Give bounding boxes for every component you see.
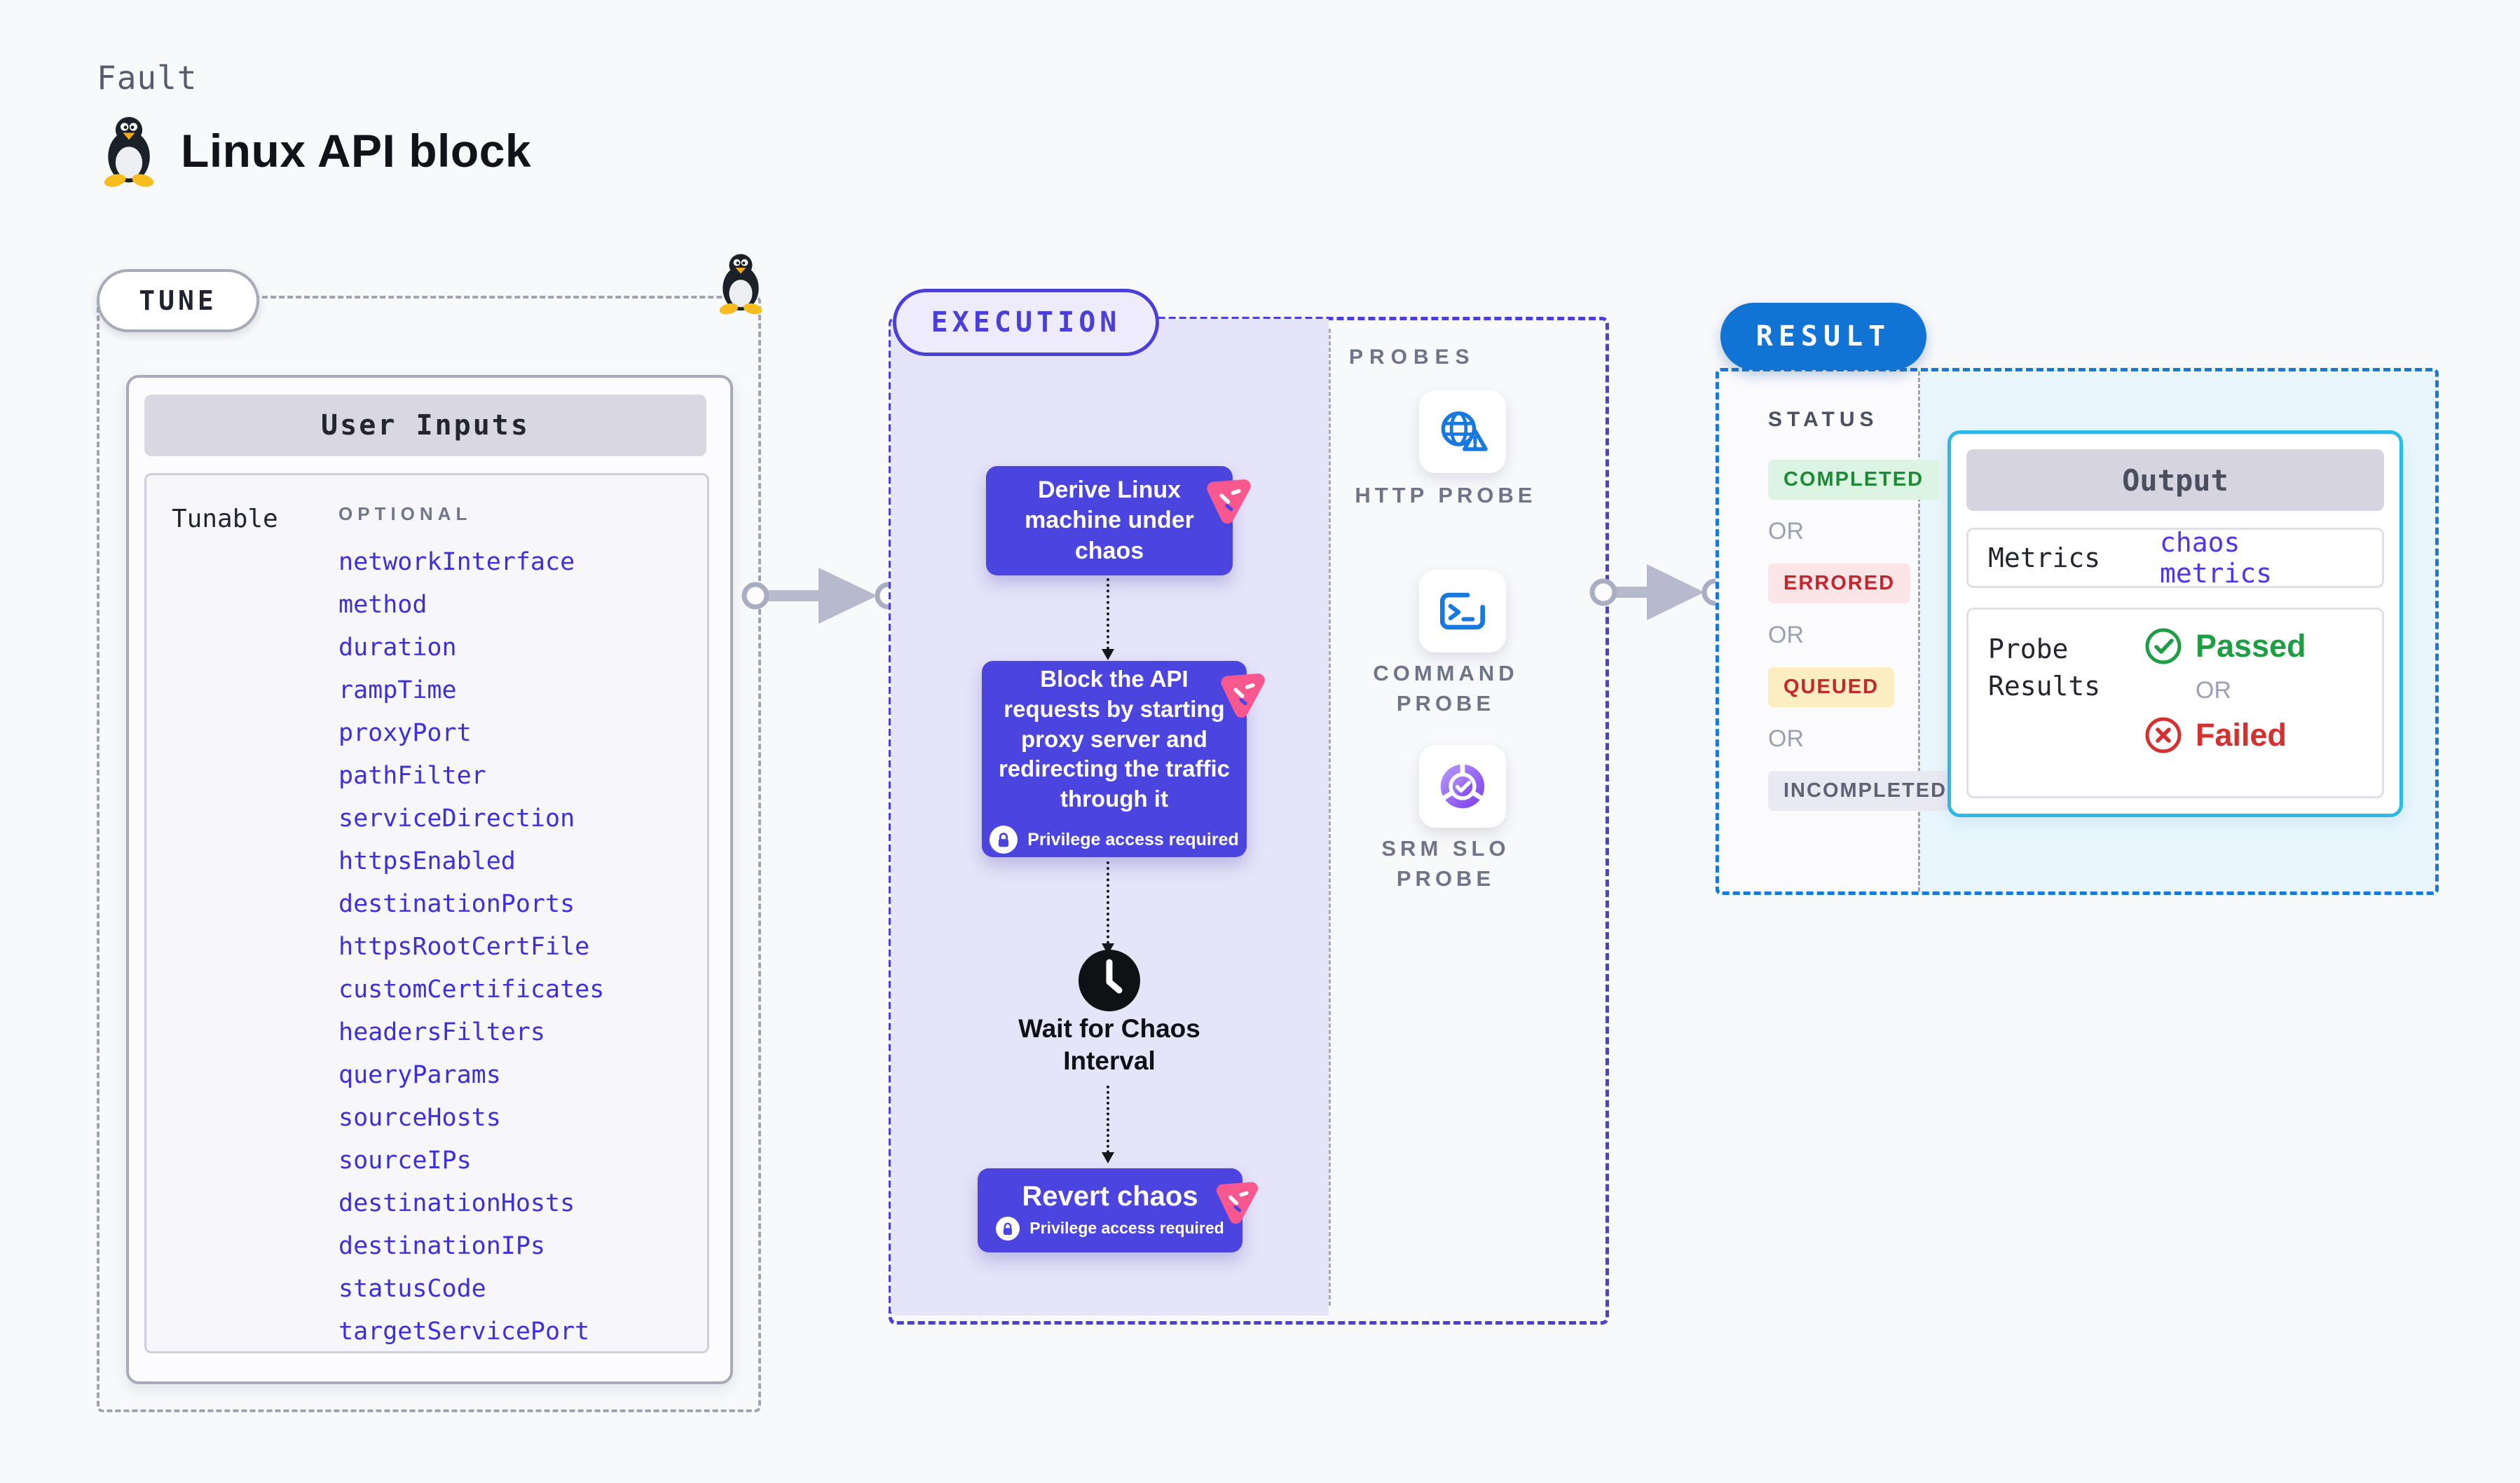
param-link[interactable]: queryParams xyxy=(338,1061,501,1089)
param-link[interactable]: proxyPort xyxy=(338,719,472,747)
tune-pill: TUNE xyxy=(97,269,259,332)
status-title: STATUS xyxy=(1768,408,1879,431)
http-probe-label: HTTP PROBE xyxy=(1355,483,1537,507)
title-row: Linux API block xyxy=(98,112,531,189)
check-circle-icon xyxy=(2144,627,2183,666)
param-link[interactable]: httpsRootCertFile xyxy=(338,933,590,961)
x-circle-icon xyxy=(2144,716,2183,755)
chaos-metrics-link[interactable]: chaos metrics xyxy=(2160,527,2273,589)
privilege-label: Privilege access required xyxy=(1029,1219,1224,1237)
passed-label: Passed xyxy=(2196,628,2306,664)
clock-icon xyxy=(1077,948,1142,1013)
http-probe-card xyxy=(1419,390,1506,473)
page-title: Linux API block xyxy=(181,125,532,177)
privilege-row: Privilege access required xyxy=(996,1216,1224,1241)
probes-divider xyxy=(1329,329,1331,1306)
flow-arrow-down xyxy=(1102,1086,1114,1163)
param-link[interactable]: serviceDirection xyxy=(338,805,575,833)
srm-slo-probe-card xyxy=(1419,745,1506,828)
arrow-execution-to-result xyxy=(1589,564,1730,620)
metrics-row: Metrics chaos metrics xyxy=(1966,527,2384,589)
tune-section-box xyxy=(97,296,761,1412)
probe-results-label: Probe Results xyxy=(1988,634,2101,702)
step-label: Derive Linux machine under chaos xyxy=(1025,476,1194,564)
result-pill: RESULT xyxy=(1720,303,1926,370)
execution-section-box: Derive Linux machine under chaos Block t… xyxy=(889,317,1609,1325)
command-probe-card xyxy=(1419,570,1506,652)
privilege-label: Privilege access required xyxy=(1027,829,1239,849)
param-link[interactable]: destinationHosts xyxy=(338,1189,575,1217)
flow-arrow-down xyxy=(1102,861,1114,955)
step-label: Revert chaos xyxy=(1022,1180,1198,1212)
param-link[interactable]: httpsEnabled xyxy=(338,847,516,875)
result-section-box: STATUS COMPLETED OR ERRORED OR QUEUED OR… xyxy=(1716,368,2439,895)
lock-icon xyxy=(996,1216,1020,1241)
status-column: STATUS COMPLETED OR ERRORED OR QUEUED OR… xyxy=(1719,371,1963,891)
chaos-badge-icon xyxy=(1212,1144,1267,1200)
param-link[interactable]: pathFilter xyxy=(338,762,486,790)
param-link[interactable]: method xyxy=(338,591,427,619)
param-link[interactable]: headersFilters xyxy=(338,1018,546,1046)
tux-penguin-icon xyxy=(98,115,160,189)
probes-title: PROBES xyxy=(1349,346,1476,369)
step-label: Block the API requests by starting proxy… xyxy=(998,665,1231,812)
fault-kicker: Fault xyxy=(97,59,198,97)
verdict-passed: Passed xyxy=(2144,627,2306,666)
probe-results-row: Probe Results Passed OR xyxy=(1966,608,2384,798)
or-label: OR xyxy=(1768,518,1804,545)
param-link[interactable]: targetServicePort xyxy=(338,1318,590,1346)
tunable-label: Tunable xyxy=(172,505,278,533)
or-label: OR xyxy=(1768,725,1804,752)
param-link[interactable]: rampTime xyxy=(338,676,457,704)
failed-label: Failed xyxy=(2196,717,2287,753)
param-link[interactable]: destinationPorts xyxy=(338,890,575,918)
param-link[interactable]: sourceHosts xyxy=(338,1104,501,1132)
chaos-badge-icon xyxy=(1216,637,1271,692)
globe-alert-icon xyxy=(1434,407,1491,456)
param-link[interactable]: destinationIPs xyxy=(338,1232,546,1260)
user-inputs-card: User Inputs Tunable OPTIONAL networkInte… xyxy=(126,375,733,1384)
step-wait-interval: Wait for Chaos Interval xyxy=(1018,1014,1200,1075)
optional-tag: OPTIONAL xyxy=(338,503,472,524)
chaos-badge-icon xyxy=(1202,442,1257,498)
or-label: OR xyxy=(2196,677,2231,704)
param-link[interactable]: customCertificates xyxy=(338,976,605,1004)
param-link[interactable]: statusCode xyxy=(338,1275,486,1303)
lock-icon xyxy=(989,826,1018,854)
srm-slo-probe-label: SRM SLO PROBE xyxy=(1381,836,1510,891)
status-badge-queued: QUEUED xyxy=(1768,667,1895,707)
status-badge-incompleted: INCOMPLETED xyxy=(1768,771,1963,811)
tux-penguin-icon xyxy=(715,252,767,317)
step-block-api: Block the API requests by starting proxy… xyxy=(982,661,1247,857)
param-link[interactable]: networkInterface xyxy=(338,548,575,576)
slo-donut-icon xyxy=(1436,760,1489,813)
param-list: networkInterface method duration rampTime pr… xyxy=(338,541,604,1353)
step-derive-machine: Derive Linux machine under chaos xyxy=(986,466,1233,575)
privilege-row: Privilege access required xyxy=(989,826,1239,854)
or-label: OR xyxy=(1768,622,1804,648)
status-badge-completed: COMPLETED xyxy=(1768,460,1940,500)
execution-pill: EXECUTION xyxy=(893,289,1159,356)
probe-verdicts: Passed OR Failed xyxy=(2144,627,2306,755)
verdict-failed: Failed xyxy=(2144,716,2306,755)
user-inputs-body: Tunable OPTIONAL networkInterface method d… xyxy=(144,473,709,1353)
step-revert-chaos: Revert chaos Privilege access required xyxy=(978,1168,1242,1252)
status-badge-errored: ERRORED xyxy=(1768,563,1911,603)
arrow-tune-to-execution xyxy=(741,568,903,624)
flow-arrow-down xyxy=(1102,578,1114,660)
command-probe-label: COMMAND PROBE xyxy=(1373,661,1519,716)
user-inputs-header: User Inputs xyxy=(144,395,706,456)
output-card: Output Metrics chaos metrics Probe Resul… xyxy=(1947,430,2403,817)
metrics-label: Metrics xyxy=(1988,542,2101,573)
param-link[interactable]: sourceIPs xyxy=(338,1147,472,1175)
terminal-icon xyxy=(1436,588,1489,634)
output-header: Output xyxy=(1966,449,2384,511)
param-link[interactable]: duration xyxy=(338,634,457,662)
